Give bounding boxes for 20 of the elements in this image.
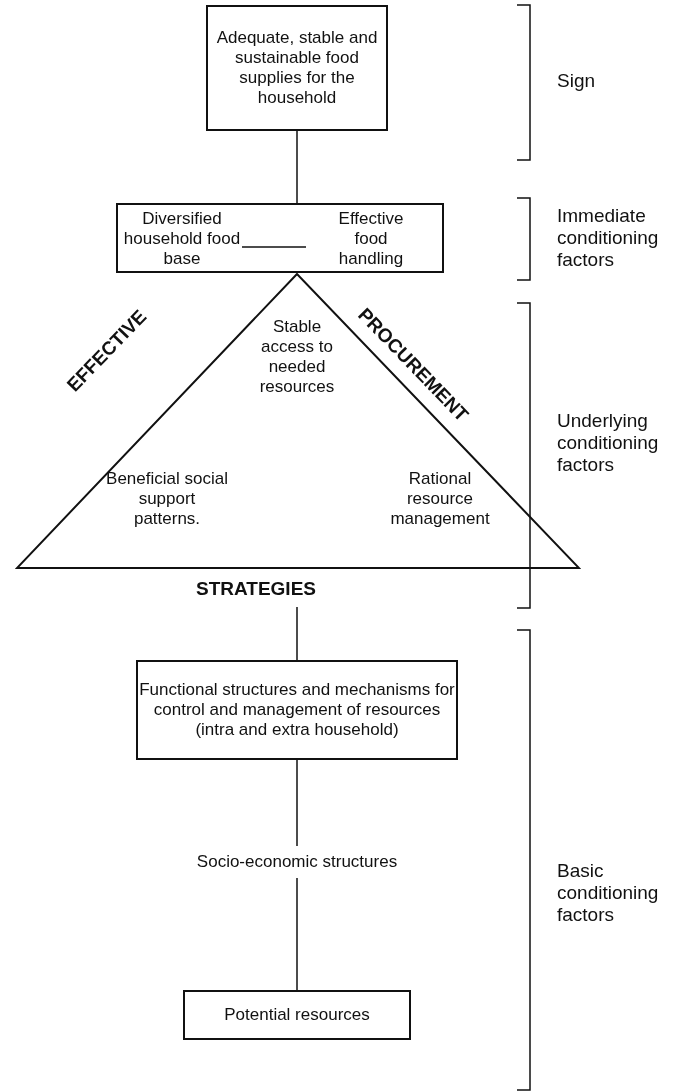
level-label: Underlying conditioning factors [557, 410, 660, 476]
group-box [116, 203, 444, 273]
connector-line [296, 759, 298, 847]
level-label: Basic conditioning factors [557, 860, 660, 926]
level-label: Sign [557, 70, 597, 92]
factor-text: Rational resource management [389, 469, 491, 529]
stage-label: Diversified household food base [122, 209, 242, 269]
side-label: STRATEGIES [195, 579, 317, 599]
stage-label: Socio-economic structures [162, 846, 432, 878]
connector-line [296, 877, 298, 991]
connector-line [296, 606, 298, 661]
connector-line [241, 246, 307, 248]
connector-line [296, 130, 298, 204]
stage-label: Effective food handling [304, 209, 438, 269]
level-label: Immediate conditioning factors [557, 205, 660, 271]
factor-text: Beneficial social support patterns. [105, 469, 229, 529]
text-box: Functional structures and mechanisms for control and management of resources (intra and extra household) [136, 660, 458, 760]
text-box: Potential resources [183, 990, 411, 1040]
factor-text: Stable access to needed resources [258, 317, 336, 397]
text-box: Adequate, stable and sustainable food supplies for the household [206, 5, 388, 131]
